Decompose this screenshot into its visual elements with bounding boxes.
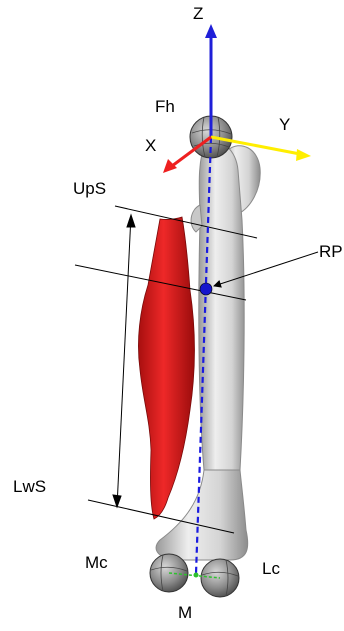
midpoint-label: M xyxy=(178,603,192,622)
y-axis-label: Y xyxy=(279,115,290,134)
medial-condyle-label: Mc xyxy=(85,553,108,572)
x-axis-label: X xyxy=(145,136,156,155)
reference-point-marker xyxy=(200,283,212,295)
lower-section-label: LwS xyxy=(13,477,46,496)
reference-point-label: RP xyxy=(319,242,343,261)
lateral-condyle-label: Lc xyxy=(262,559,280,578)
upper-section-label: UpS xyxy=(73,179,106,198)
midpoint-marker xyxy=(194,573,199,578)
z-axis-label: Z xyxy=(193,4,203,23)
femoral-head-label: Fh xyxy=(155,97,175,116)
muscle xyxy=(138,217,194,519)
